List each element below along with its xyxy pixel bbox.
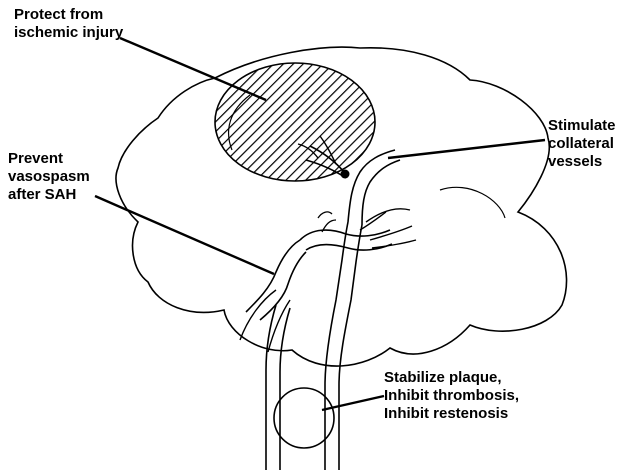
leader-vasospasm	[95, 196, 274, 274]
label-line: Inhibit restenosis	[384, 405, 519, 423]
label-line: collateral	[548, 135, 616, 153]
label-line: Inhibit thrombosis,	[384, 387, 519, 405]
artery-branch	[318, 212, 336, 232]
label-line: ischemic injury	[14, 24, 123, 42]
ischemic-zone	[215, 63, 375, 181]
middle-cerebral-artery	[246, 240, 300, 312]
label-line: Stimulate	[548, 117, 616, 135]
brain-fold-line	[440, 187, 505, 218]
vertebral-artery	[280, 308, 290, 470]
label-line: after SAH	[8, 186, 90, 204]
circle-of-willis	[366, 209, 416, 248]
label-stabilize-plaque: Stabilize plaque, Inhibit thrombosis, In…	[384, 369, 519, 423]
leader-collateral	[388, 140, 545, 158]
label-line: vasospasm	[8, 168, 90, 186]
leader-plaque	[322, 396, 384, 410]
carotid-artery	[325, 222, 348, 470]
label-stimulate-collateral-vessels: Stimulate collateral vessels	[548, 117, 616, 171]
label-line: vessels	[548, 153, 616, 171]
label-line: Stabilize plaque,	[384, 369, 519, 387]
label-protect-ischemic-injury: Protect from ischemic injury	[14, 6, 123, 42]
label-line: Protect from	[14, 6, 123, 24]
leader-ischemic	[120, 38, 266, 100]
occlusion-dot	[341, 170, 350, 179]
label-prevent-vasospasm: Prevent vasospasm after SAH	[8, 150, 90, 204]
label-line: Prevent	[8, 150, 90, 168]
middle-cerebral-artery	[260, 252, 306, 320]
